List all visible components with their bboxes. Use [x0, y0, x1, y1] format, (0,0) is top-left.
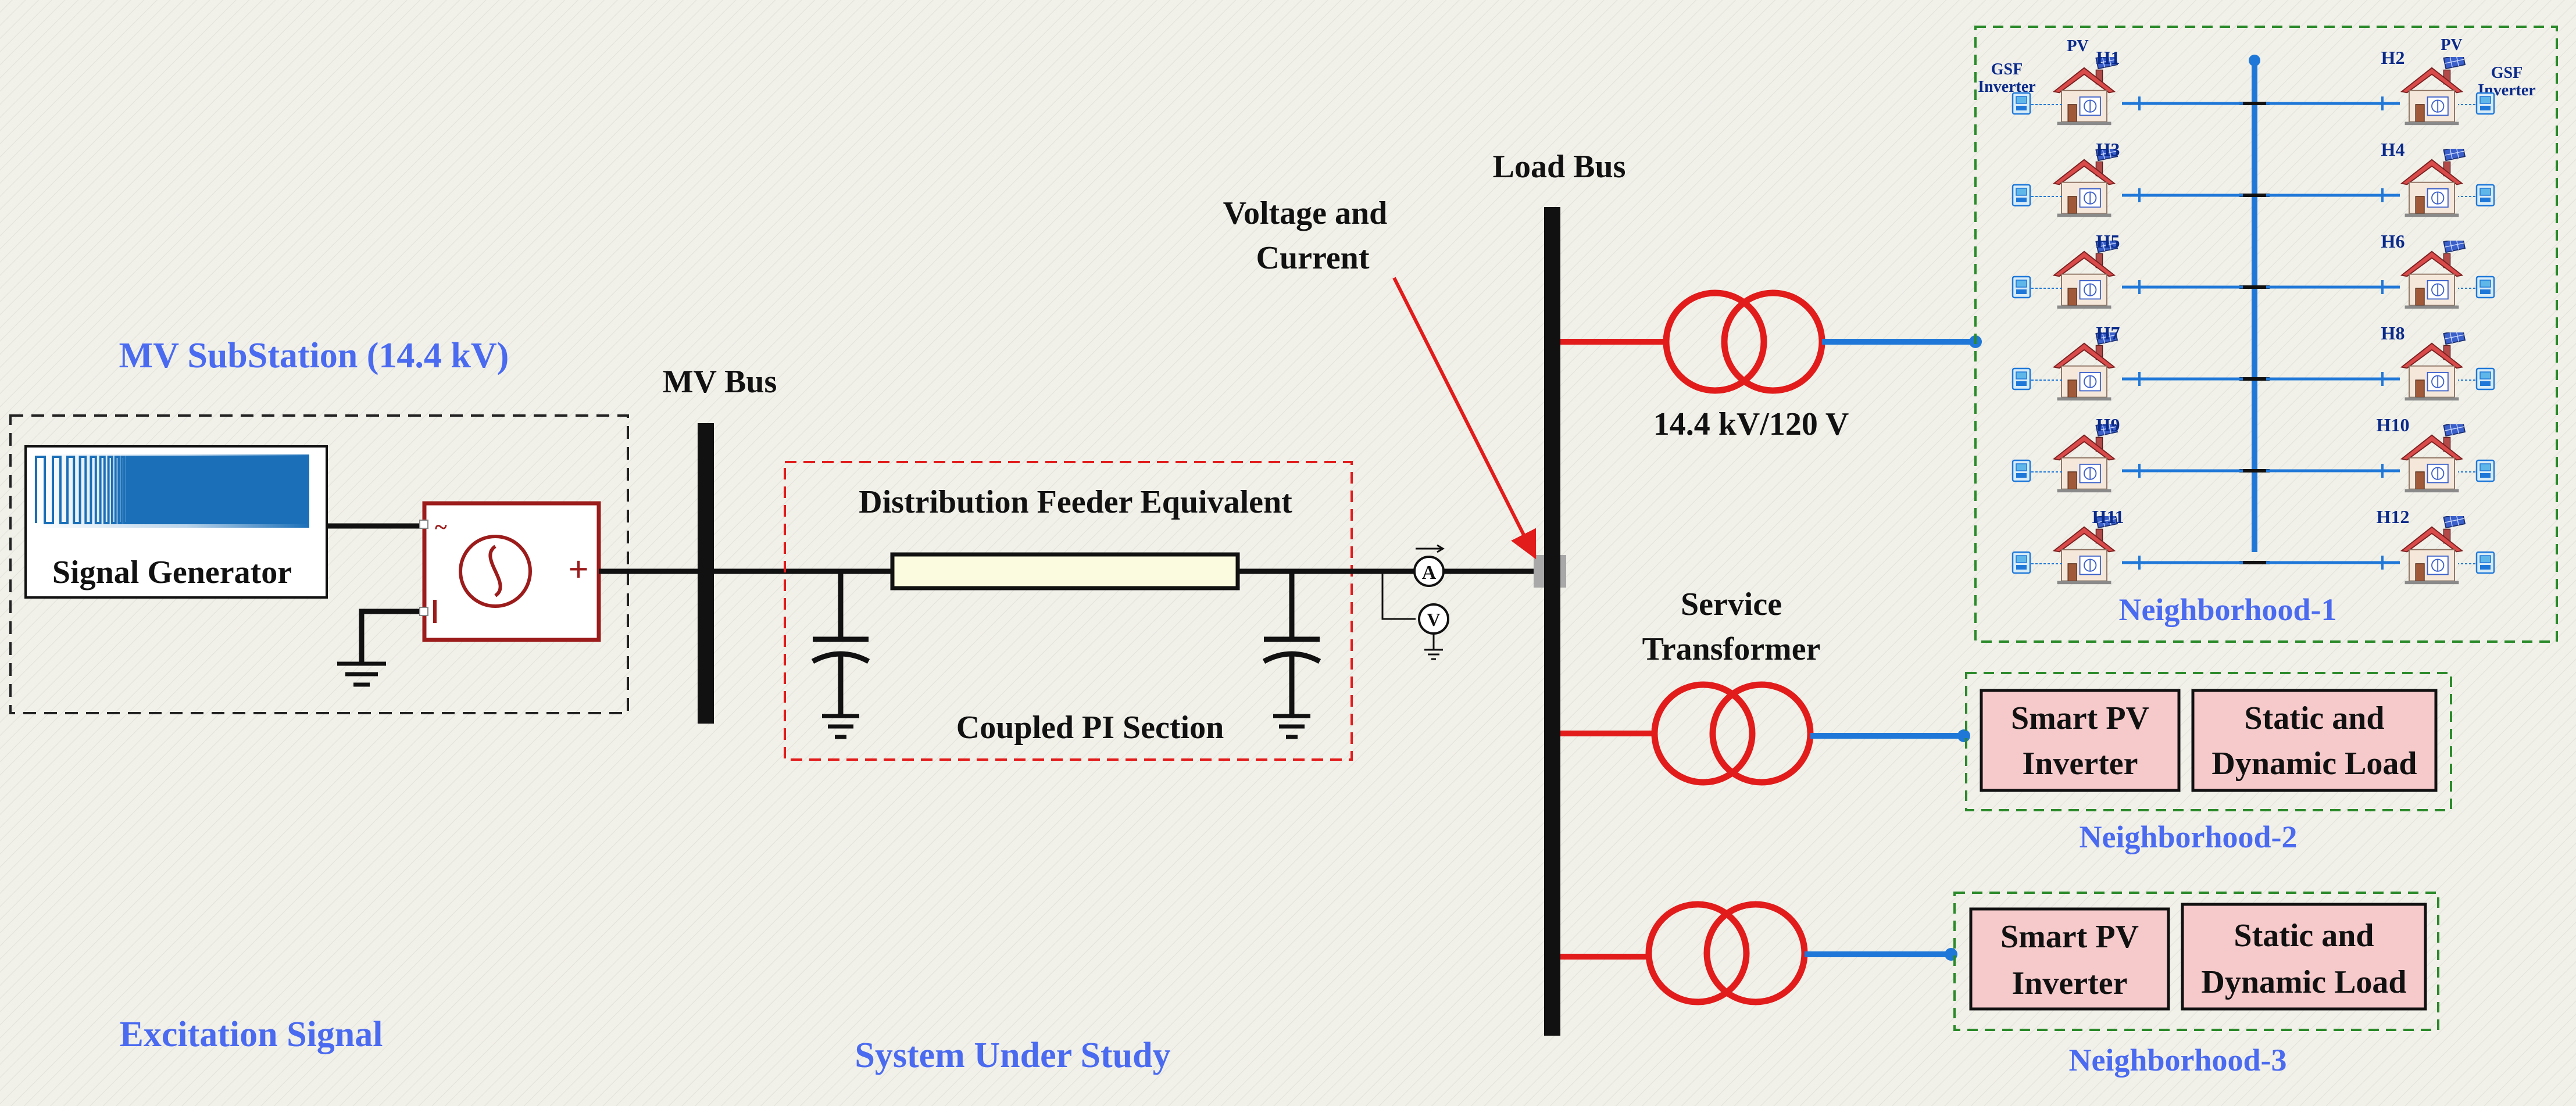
- controlled-voltage-source: + ~: [419, 501, 601, 642]
- gsf-inverter-icon: [2012, 184, 2031, 207]
- house-H1: H1: [2012, 47, 2243, 126]
- n3-smart-pv-inverter: Smart PV Inverter: [1969, 907, 2170, 1011]
- house-H4: H4: [2266, 139, 2495, 218]
- load-bus-label: Load Bus: [1493, 149, 1626, 185]
- gsf-label-right-1: GSF: [2491, 64, 2523, 82]
- voltmeter-icon: V: [1418, 603, 1449, 660]
- gsf-inverter-icon: [2475, 92, 2495, 115]
- house-icon: [2401, 516, 2466, 585]
- n3-load-label-1: Static and: [2234, 918, 2374, 954]
- house-label: H6: [2381, 231, 2405, 252]
- feeder-title: Distribution Feeder Equivalent: [859, 484, 1292, 520]
- n2-inverter-label-1: Smart PV: [2011, 700, 2149, 736]
- transformer-rating-label: 14.4 kV/120 V: [1653, 406, 1849, 442]
- voltage-current-label-1: Voltage and: [1223, 195, 1388, 231]
- shunt-capacitor-right: [1262, 571, 1321, 739]
- pv-label-left: PV: [2067, 37, 2088, 55]
- signal-generator-label: Signal Generator: [52, 554, 292, 590]
- house-H8: H8: [2266, 323, 2495, 402]
- substation-box: [9, 414, 629, 714]
- neighborhood-3-box: [1953, 892, 2439, 1031]
- n2-load-label-1: Static and: [2244, 700, 2384, 736]
- n2-static-dynamic-load: Static and Dynamic Load: [2191, 689, 2438, 792]
- house-label: H1: [2096, 47, 2120, 68]
- house-label: H7: [2096, 323, 2120, 343]
- house-H5: H5: [2012, 231, 2243, 310]
- house-label: H2: [2381, 47, 2405, 68]
- house-label: H4: [2381, 139, 2405, 160]
- house-label: H9: [2096, 414, 2120, 435]
- house-icon: [2401, 332, 2466, 402]
- neighborhood-2-box: [1965, 672, 2452, 811]
- house-label: H10: [2377, 414, 2410, 435]
- neighborhood-1-label: Neighborhood-1: [2118, 592, 2336, 627]
- house-H6: H6: [2266, 231, 2495, 310]
- coupled-pi-label: Coupled PI Section: [956, 710, 1224, 746]
- service-transformer-label-2: Transformer: [1642, 631, 1821, 667]
- excitation-signal-label: Excitation Signal: [119, 1015, 383, 1054]
- house-label: H5: [2096, 231, 2120, 252]
- service-transformer-2: [1651, 681, 1814, 786]
- system-under-study-label: System Under Study: [855, 1036, 1170, 1075]
- house-icon: [2401, 149, 2466, 218]
- svg-text:~: ~: [435, 514, 447, 540]
- feeder-box: [784, 461, 1353, 761]
- service-transformer-3: [1645, 901, 1808, 1005]
- ammeter-label: A: [1422, 562, 1437, 584]
- house-label: H3: [2096, 139, 2120, 160]
- neighborhood-1-box: [1974, 26, 2558, 643]
- n3-static-dynamic-load: Static and Dynamic Load: [2181, 903, 2427, 1011]
- gsf-inverter-icon: [2012, 367, 2031, 391]
- gsf-inverter-icon: [2475, 367, 2495, 391]
- n2-load-label-2: Dynamic Load: [2211, 746, 2417, 782]
- n2-inverter-label-2: Inverter: [2022, 746, 2138, 782]
- n3-inverter-label-1: Smart PV: [2000, 919, 2139, 955]
- n3-load-label-2: Dynamic Load: [2201, 964, 2406, 1000]
- gsf-inverter-icon: [2475, 459, 2495, 482]
- house-icon: [2401, 241, 2466, 310]
- gsf-inverter-icon: [2012, 459, 2031, 482]
- mv-substation-label: MV SubStation (14.4 kV): [119, 336, 509, 375]
- gsf-inverter-icon: [2475, 551, 2495, 574]
- service-transformer-label-1: Service: [1681, 586, 1782, 622]
- house-H9: H9: [2012, 414, 2243, 493]
- mv-bus-label: MV Bus: [663, 364, 777, 400]
- house-label: H11: [2092, 506, 2124, 527]
- gsf-inverter-icon: [2012, 275, 2031, 299]
- service-transformer-1: [1663, 289, 1825, 394]
- gsf-inverter-icon: [2475, 184, 2495, 207]
- house-icon: [2401, 424, 2466, 493]
- house-H3: H3: [2012, 139, 2243, 218]
- gsf-label-left-1: GSF: [1991, 60, 2023, 78]
- house-label: H12: [2377, 506, 2410, 527]
- ground-icon: [337, 661, 386, 687]
- house-icon: [2401, 57, 2466, 126]
- house-H10: H10: [2266, 414, 2495, 493]
- voltmeter-label: V: [1427, 609, 1440, 630]
- pv-label-right: PV: [2441, 36, 2462, 54]
- gsf-inverter-icon: [2475, 275, 2495, 299]
- house-H12: H12: [2266, 506, 2495, 585]
- n3-inverter-label-2: Inverter: [2012, 965, 2127, 1001]
- house-H7: H7: [2012, 323, 2243, 402]
- gsf-inverter-icon: [2012, 92, 2031, 115]
- house-label: H8: [2381, 323, 2405, 343]
- gsf-inverter-icon: [2012, 551, 2031, 574]
- signal-generator: Signal Generator: [24, 445, 328, 599]
- house-H2: H2: [2266, 47, 2495, 126]
- n2-smart-pv-inverter: Smart PV Inverter: [1980, 689, 2181, 792]
- line-impedance: [890, 552, 1240, 590]
- voltage-current-label-2: Current: [1256, 240, 1370, 276]
- neighborhood-3-label: Neighborhood-3: [2068, 1043, 2286, 1078]
- shunt-capacitor-left: [811, 571, 870, 739]
- source-plus-label: +: [568, 550, 588, 589]
- measurement-arrow: [1392, 277, 1537, 560]
- ammeter-icon: A: [1413, 544, 1445, 587]
- neighborhood-2-label: Neighborhood-2: [2079, 819, 2297, 854]
- house-H11: H11: [2012, 506, 2243, 585]
